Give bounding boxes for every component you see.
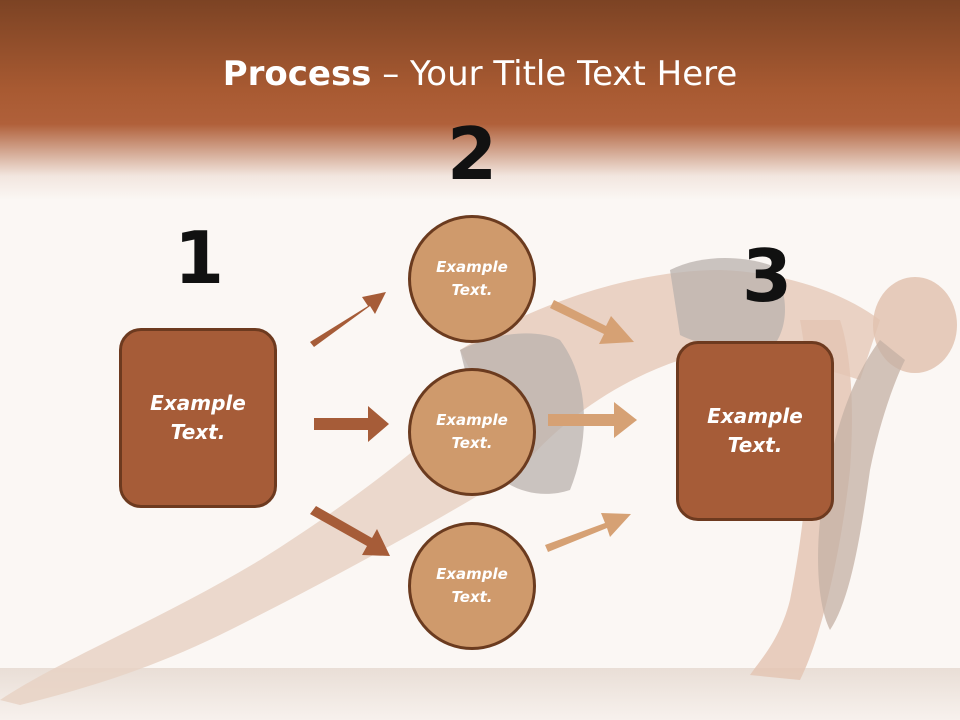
arrow-1-to-2-middle <box>314 406 389 442</box>
step-2-item-3-label: Example Text. <box>436 565 508 606</box>
arrow-2-to-3-middle <box>548 402 637 438</box>
step-number-3: 3 <box>741 234 793 318</box>
arrow-1-to-2-bottom <box>310 506 390 556</box>
header-band <box>0 0 960 200</box>
step-2-item-2-label: Example Text. <box>436 411 508 452</box>
step-2-item-1-label: Example Text. <box>436 258 508 299</box>
title-bold: Process <box>222 54 372 94</box>
step-1-label: Example Text. <box>150 391 246 444</box>
step-number-1: 1 <box>173 216 225 300</box>
step-3-label: Example Text. <box>707 404 803 457</box>
arrow-2-to-3-bottom <box>545 513 631 552</box>
title-rest: – Your Title Text Here <box>371 54 738 94</box>
step-2-circle-bottom: Example Text. <box>408 522 536 650</box>
step-2-circle-top: Example Text. <box>408 215 536 343</box>
step-2-circle-middle: Example Text. <box>408 368 536 496</box>
page-title: Process – Your Title Text Here <box>0 52 960 96</box>
step-1-box: Example Text. <box>119 328 277 508</box>
arrow-1-to-2-top <box>310 292 386 347</box>
step-3-box: Example Text. <box>676 341 834 521</box>
arrow-2-to-3-top <box>550 300 634 344</box>
step-number-2: 2 <box>446 112 498 196</box>
